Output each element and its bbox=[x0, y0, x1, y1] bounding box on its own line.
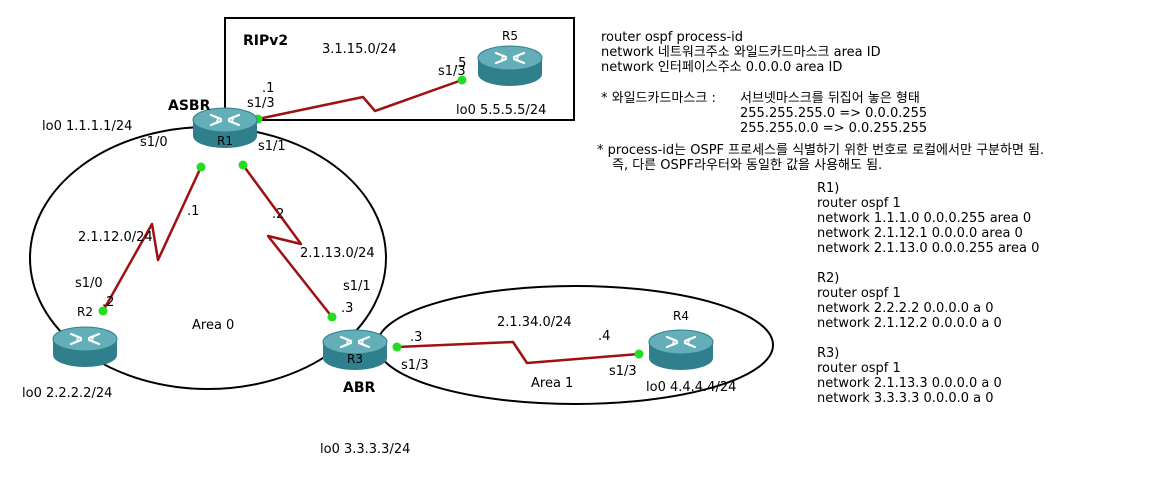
link-r1-r5 bbox=[257, 78, 463, 121]
r1-s13-ip: .1 bbox=[262, 81, 274, 96]
r3-s13-ip: .3 bbox=[410, 330, 422, 345]
wildcard-ex1: 255.255.255.0 => 0.0.0.255 bbox=[740, 106, 927, 121]
rip-network: 3.1.15.0/24 bbox=[322, 42, 397, 57]
router-r2[interactable] bbox=[51, 325, 119, 369]
dot-r3-s11 bbox=[327, 312, 337, 322]
rip-title: RIPv2 bbox=[243, 33, 288, 49]
syntax-line2: network 네트워크주소 와일드카드마스크 area ID bbox=[601, 45, 881, 60]
dot-r3-s13 bbox=[392, 342, 402, 352]
wildcard-desc: 서브넷마스크를 뒤집어 놓은 형태 bbox=[740, 91, 920, 106]
r3-s11-if: s1/1 bbox=[343, 279, 371, 294]
cfg-r1-line: network 1.1.1.0 0.0.0.255 area 0 bbox=[817, 211, 1031, 226]
router-r5[interactable] bbox=[476, 44, 544, 88]
r3-r4-net: 2.1.34.0/24 bbox=[497, 315, 572, 330]
r1-label: R1 bbox=[217, 134, 233, 148]
cfg-r1-line: network 2.1.12.1 0.0.0.0 area 0 bbox=[817, 226, 1023, 241]
wildcard-label: * 와일드카드마스크 : bbox=[601, 91, 716, 106]
r3-s11-ip: .3 bbox=[341, 301, 353, 316]
r4-label: R4 bbox=[673, 309, 689, 323]
r1-r3-net: 2.1.13.0/24 bbox=[300, 246, 375, 261]
r2-loopback: lo0 2.2.2.2/24 bbox=[22, 386, 112, 401]
link-r1-r2 bbox=[101, 166, 203, 312]
r5-label: R5 bbox=[502, 29, 518, 43]
dot-r5-s13 bbox=[457, 75, 467, 85]
cfg-r3-title: R3) bbox=[817, 346, 839, 361]
wildcard-ex2: 255.255.0.0 => 0.0.255.255 bbox=[740, 121, 927, 136]
r1-s11-if: s1/1 bbox=[258, 139, 286, 154]
r2-s10-ip: .2 bbox=[102, 295, 114, 310]
cfg-r2-title: R2) bbox=[817, 271, 839, 286]
interface-dots bbox=[98, 75, 644, 359]
asbr-label: ASBR bbox=[168, 98, 211, 114]
link-r1-r3 bbox=[241, 164, 333, 318]
rip-area-box bbox=[224, 17, 575, 121]
r3-s13-if: s1/3 bbox=[401, 358, 429, 373]
dot-r1-s11 bbox=[238, 160, 248, 170]
cfg-r3-line: router ospf 1 bbox=[817, 361, 901, 376]
r5-s13-if: s1/3 bbox=[438, 64, 466, 79]
cfg-r2-line: network 2.2.2.2 0.0.0.0 a 0 bbox=[817, 301, 994, 316]
syntax-line1: router ospf process-id bbox=[601, 30, 743, 45]
area0-label: Area 0 bbox=[192, 318, 234, 333]
area1-label: Area 1 bbox=[531, 376, 573, 391]
r4-s13-if: s1/3 bbox=[609, 364, 637, 379]
r1-s10-ip: .1 bbox=[187, 204, 199, 219]
dot-r2-s10 bbox=[98, 306, 108, 316]
r3-label: R3 bbox=[347, 352, 363, 366]
abr-label: ABR bbox=[343, 380, 376, 396]
pid-line2: 즉, 다른 OSPF라우터와 동일한 값을 사용해도 됨. bbox=[612, 158, 882, 173]
syntax-line3: network 인터페이스주소 0.0.0.0 area ID bbox=[601, 60, 842, 75]
links bbox=[101, 78, 640, 365]
cfg-r1-line: network 2.1.13.0 0.0.0.255 area 0 bbox=[817, 241, 1039, 256]
dot-r4-s13 bbox=[634, 349, 644, 359]
r4-loopback: lo0 4.4.4.4/24 bbox=[646, 380, 736, 395]
dot-r1-s10 bbox=[196, 162, 206, 172]
r1-s11-ip: .2 bbox=[272, 207, 284, 222]
r1-s13-if: s1/3 bbox=[247, 96, 275, 111]
r2-label: R2 bbox=[77, 305, 93, 319]
cfg-r2-line: network 2.1.12.2 0.0.0.0 a 0 bbox=[817, 316, 1002, 331]
pid-line1: * process-id는 OSPF 프로세스를 식별하기 위한 번호로 로컬에… bbox=[597, 143, 1044, 158]
cfg-r3-line: network 3.3.3.3 0.0.0.0 a 0 bbox=[817, 391, 994, 406]
r1-loopback: lo0 1.1.1.1/24 bbox=[42, 119, 132, 134]
r4-s13-ip: .4 bbox=[598, 329, 610, 344]
cfg-r1-title: R1) bbox=[817, 181, 839, 196]
cfg-r3-line: network 2.1.13.3 0.0.0.0 a 0 bbox=[817, 376, 1002, 391]
router-r4[interactable] bbox=[647, 328, 715, 372]
cfg-r1-line: router ospf 1 bbox=[817, 196, 901, 211]
r5-s13-ip: .5 bbox=[454, 56, 466, 71]
link-r3-r4 bbox=[396, 340, 640, 365]
r1-r2-net: 2.1.12.0/24 bbox=[78, 230, 153, 245]
r3-loopback: lo0 3.3.3.3/24 bbox=[320, 442, 410, 457]
r1-s10-if: s1/0 bbox=[140, 135, 168, 150]
r2-s10-if: s1/0 bbox=[75, 276, 103, 291]
cfg-r2-line: router ospf 1 bbox=[817, 286, 901, 301]
r5-loopback: lo0 5.5.5.5/24 bbox=[456, 103, 546, 118]
